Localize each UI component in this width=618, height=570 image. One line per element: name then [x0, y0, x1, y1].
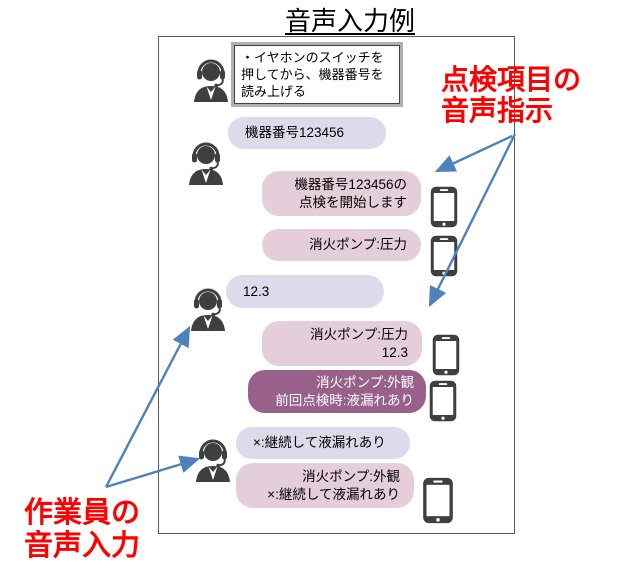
smartphone-icon: [430, 235, 458, 277]
bubble-item-pressure: 消火ポンプ:圧力: [262, 229, 421, 261]
label-voice-input: 作業員の 音声入力: [24, 497, 141, 562]
bubble-device-number: 機器番号123456: [228, 117, 386, 149]
smartphone-icon: [430, 186, 458, 228]
instruction-note: ・イヤホンのスイッチを押してから、機器番号を読み上げる: [234, 45, 400, 105]
page-title: 音声入力例: [284, 6, 415, 36]
smartphone-icon: [432, 334, 460, 376]
bubble-start-inspection: 機器番号123456の 点検を開始します: [262, 171, 421, 216]
smartphone-icon: [422, 477, 454, 524]
bubble-worker-leak-continued: ×:継続して液漏れあり: [236, 427, 410, 459]
bubble-result-appearance: 消火ポンプ:外観 ×:継続して液漏れあり: [236, 463, 414, 508]
bubble-value-12-3: 12.3: [226, 275, 384, 308]
headset-operator-icon: [189, 56, 233, 106]
smartphone-icon: [429, 380, 457, 422]
headset-operator-icon: [184, 139, 228, 189]
label-voice-instruction: 点検項目の 音声指示: [441, 64, 582, 126]
headset-operator-icon: [186, 285, 230, 335]
bubble-result-pressure: 消火ポンプ:圧力 12.3: [262, 321, 422, 366]
bubble-alert-previous-leak: 消火ポンプ:外観 前回点検時:液漏れあり: [248, 370, 426, 413]
headset-operator-icon: [191, 436, 235, 486]
